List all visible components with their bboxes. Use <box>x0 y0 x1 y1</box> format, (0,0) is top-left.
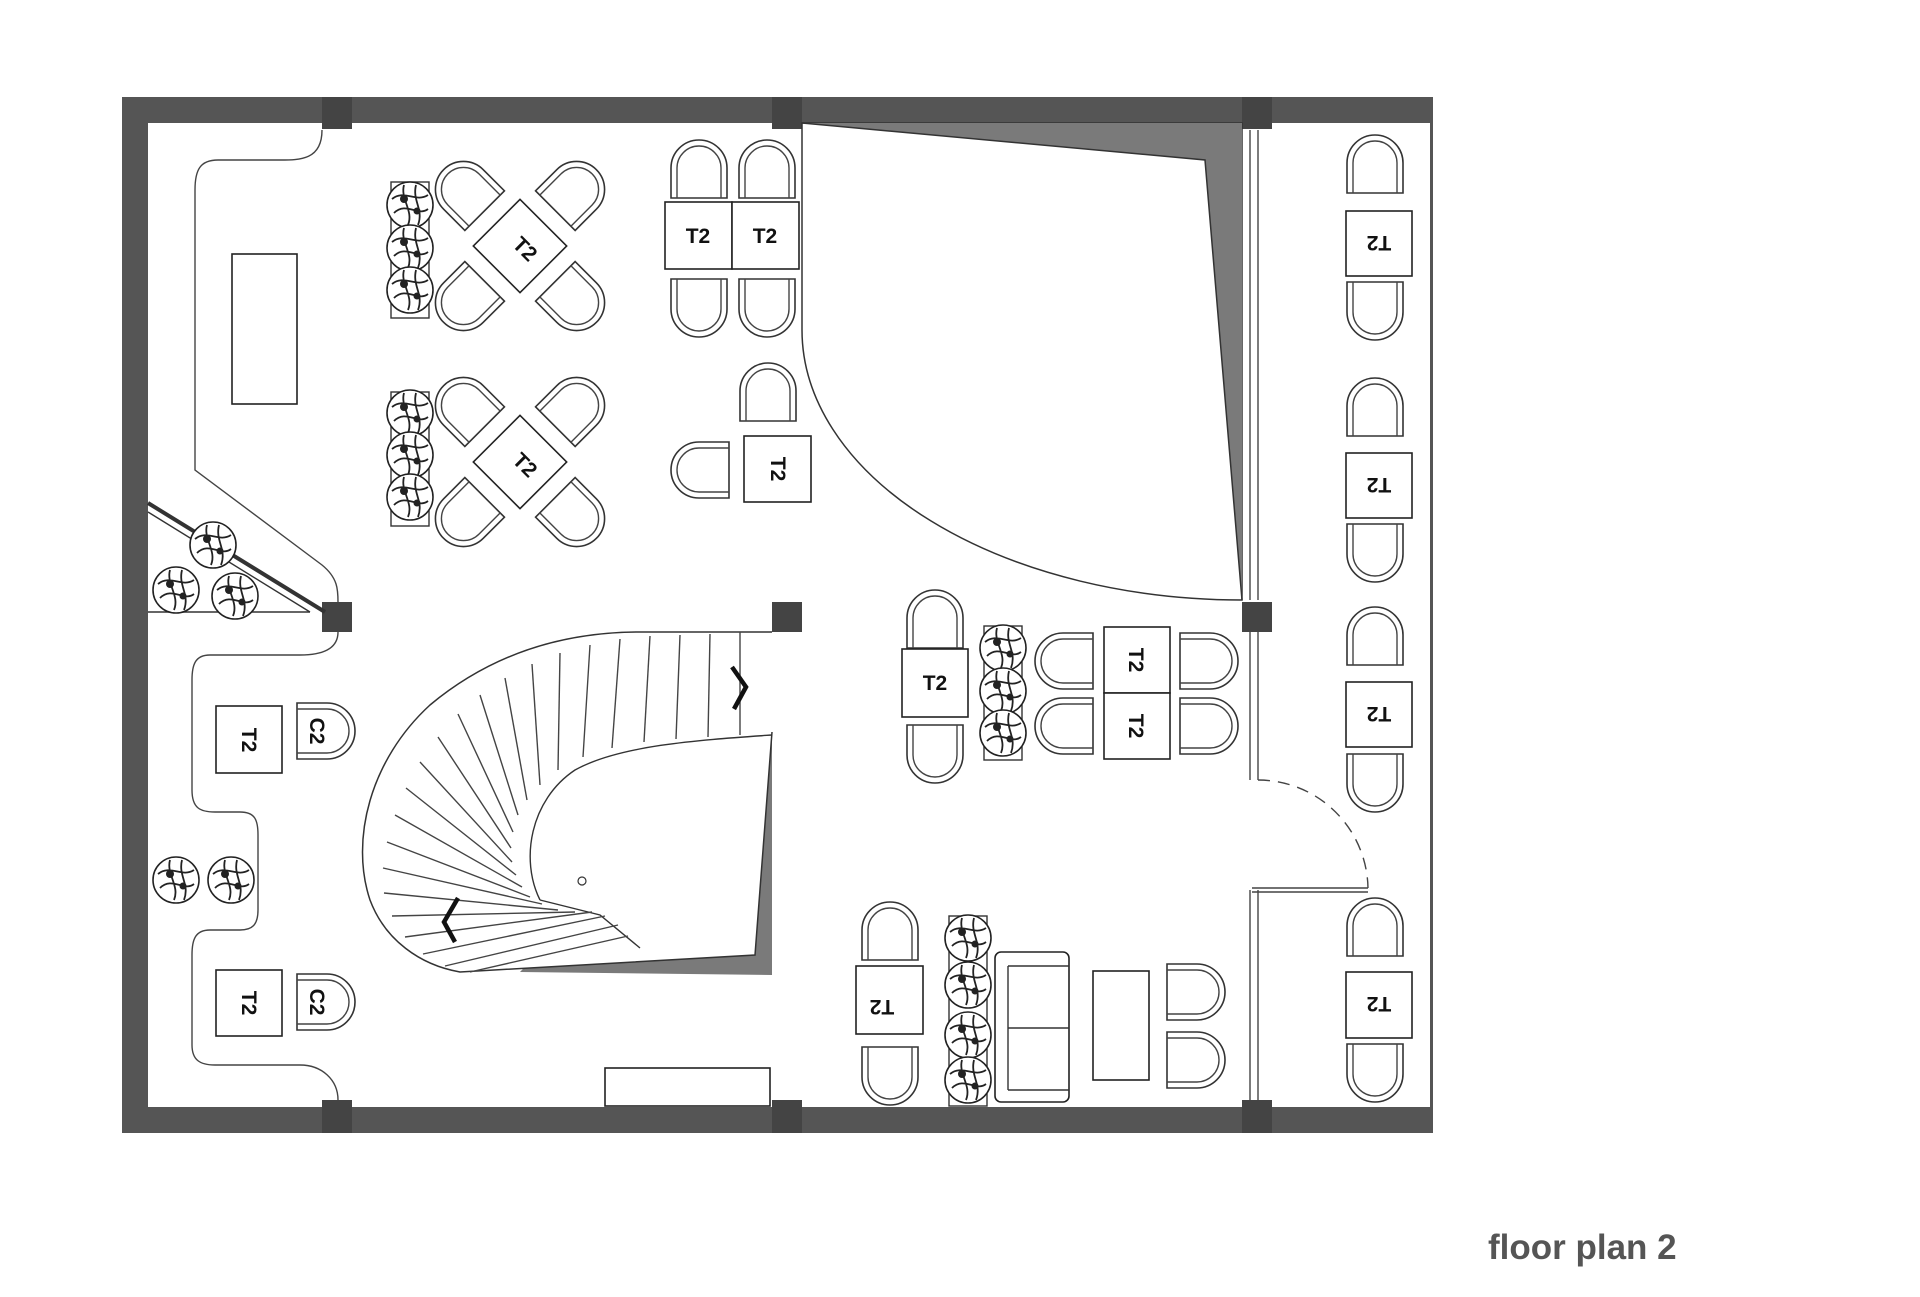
plant-icon <box>152 566 200 614</box>
stair-arrow-icon <box>730 665 749 711</box>
plant-icon <box>979 667 1027 715</box>
table-set-middle-double: T2 T2 <box>1034 626 1239 760</box>
atrium-void <box>801 122 1243 601</box>
table-label: T2 <box>870 995 895 1018</box>
plant-box <box>979 624 1027 761</box>
table-label: T2 <box>1367 231 1392 254</box>
plant-icon <box>979 624 1027 672</box>
plant-box <box>386 181 434 319</box>
table-label: T2 <box>1367 992 1392 1015</box>
plant-icon <box>211 572 259 620</box>
chair-label: C2 <box>305 718 328 745</box>
plant-icon <box>152 856 200 904</box>
table-set-right-2: T2 <box>1345 377 1413 583</box>
glass-partition <box>1249 130 1369 1100</box>
table-set-rotated-1 <box>423 149 617 343</box>
columns <box>322 97 1272 1133</box>
table-set-double-top: T2 T2 <box>664 139 800 338</box>
table-label: T2 <box>686 225 711 248</box>
bottom-bench <box>604 1067 771 1107</box>
railing <box>146 501 327 614</box>
table-set-left-upper: T2 C2 <box>215 702 356 774</box>
table-set-right-4: T2 <box>1345 897 1413 1103</box>
left-counter-outline <box>191 129 339 1101</box>
table-set-single: T2 <box>670 362 812 503</box>
plant-icon <box>979 709 1027 757</box>
table-set-bottom-left: T2 <box>855 901 924 1106</box>
plant-icon <box>207 856 255 904</box>
table-label: T2 <box>923 672 948 695</box>
plant-icon <box>944 914 992 962</box>
stair-arrow-icon <box>441 896 460 944</box>
plant-icon <box>944 961 992 1009</box>
table-label: T2 <box>1124 714 1147 739</box>
plant-icon <box>386 181 434 229</box>
table-set-left-lower: T2 C2 <box>215 969 356 1037</box>
plant-icon <box>386 431 434 479</box>
table-label: T2 <box>766 457 789 482</box>
counter-slab <box>231 253 298 405</box>
table-label: T2 <box>753 225 778 248</box>
plant-icon <box>386 473 434 521</box>
table-label: T2 <box>1367 473 1392 496</box>
plant-box <box>944 914 992 1107</box>
table-set-middle-left: T2 <box>901 589 969 784</box>
plant-icon <box>386 224 434 272</box>
plant-icon <box>944 1011 992 1059</box>
table-label: T2 <box>1367 702 1392 725</box>
table-set-rotated-2 <box>423 365 617 559</box>
spiral-stair <box>361 631 773 975</box>
table-label: T2 <box>1124 648 1147 673</box>
chair-label: C2 <box>305 989 328 1016</box>
table-label: T2 <box>237 728 260 753</box>
plant-icon <box>189 521 237 569</box>
plant-box <box>386 389 434 527</box>
plan-caption: floor plan 2 <box>1488 1228 1677 1267</box>
table-set-right-3: T2 <box>1345 606 1413 813</box>
plant-icon <box>386 389 434 437</box>
sofa-set <box>994 951 1226 1103</box>
right-wall-line <box>1430 97 1433 1133</box>
plant-icon <box>944 1056 992 1104</box>
plant-icon <box>386 266 434 314</box>
table-set-right-1: T2 <box>1345 134 1413 341</box>
table-label: T2 <box>237 991 260 1016</box>
